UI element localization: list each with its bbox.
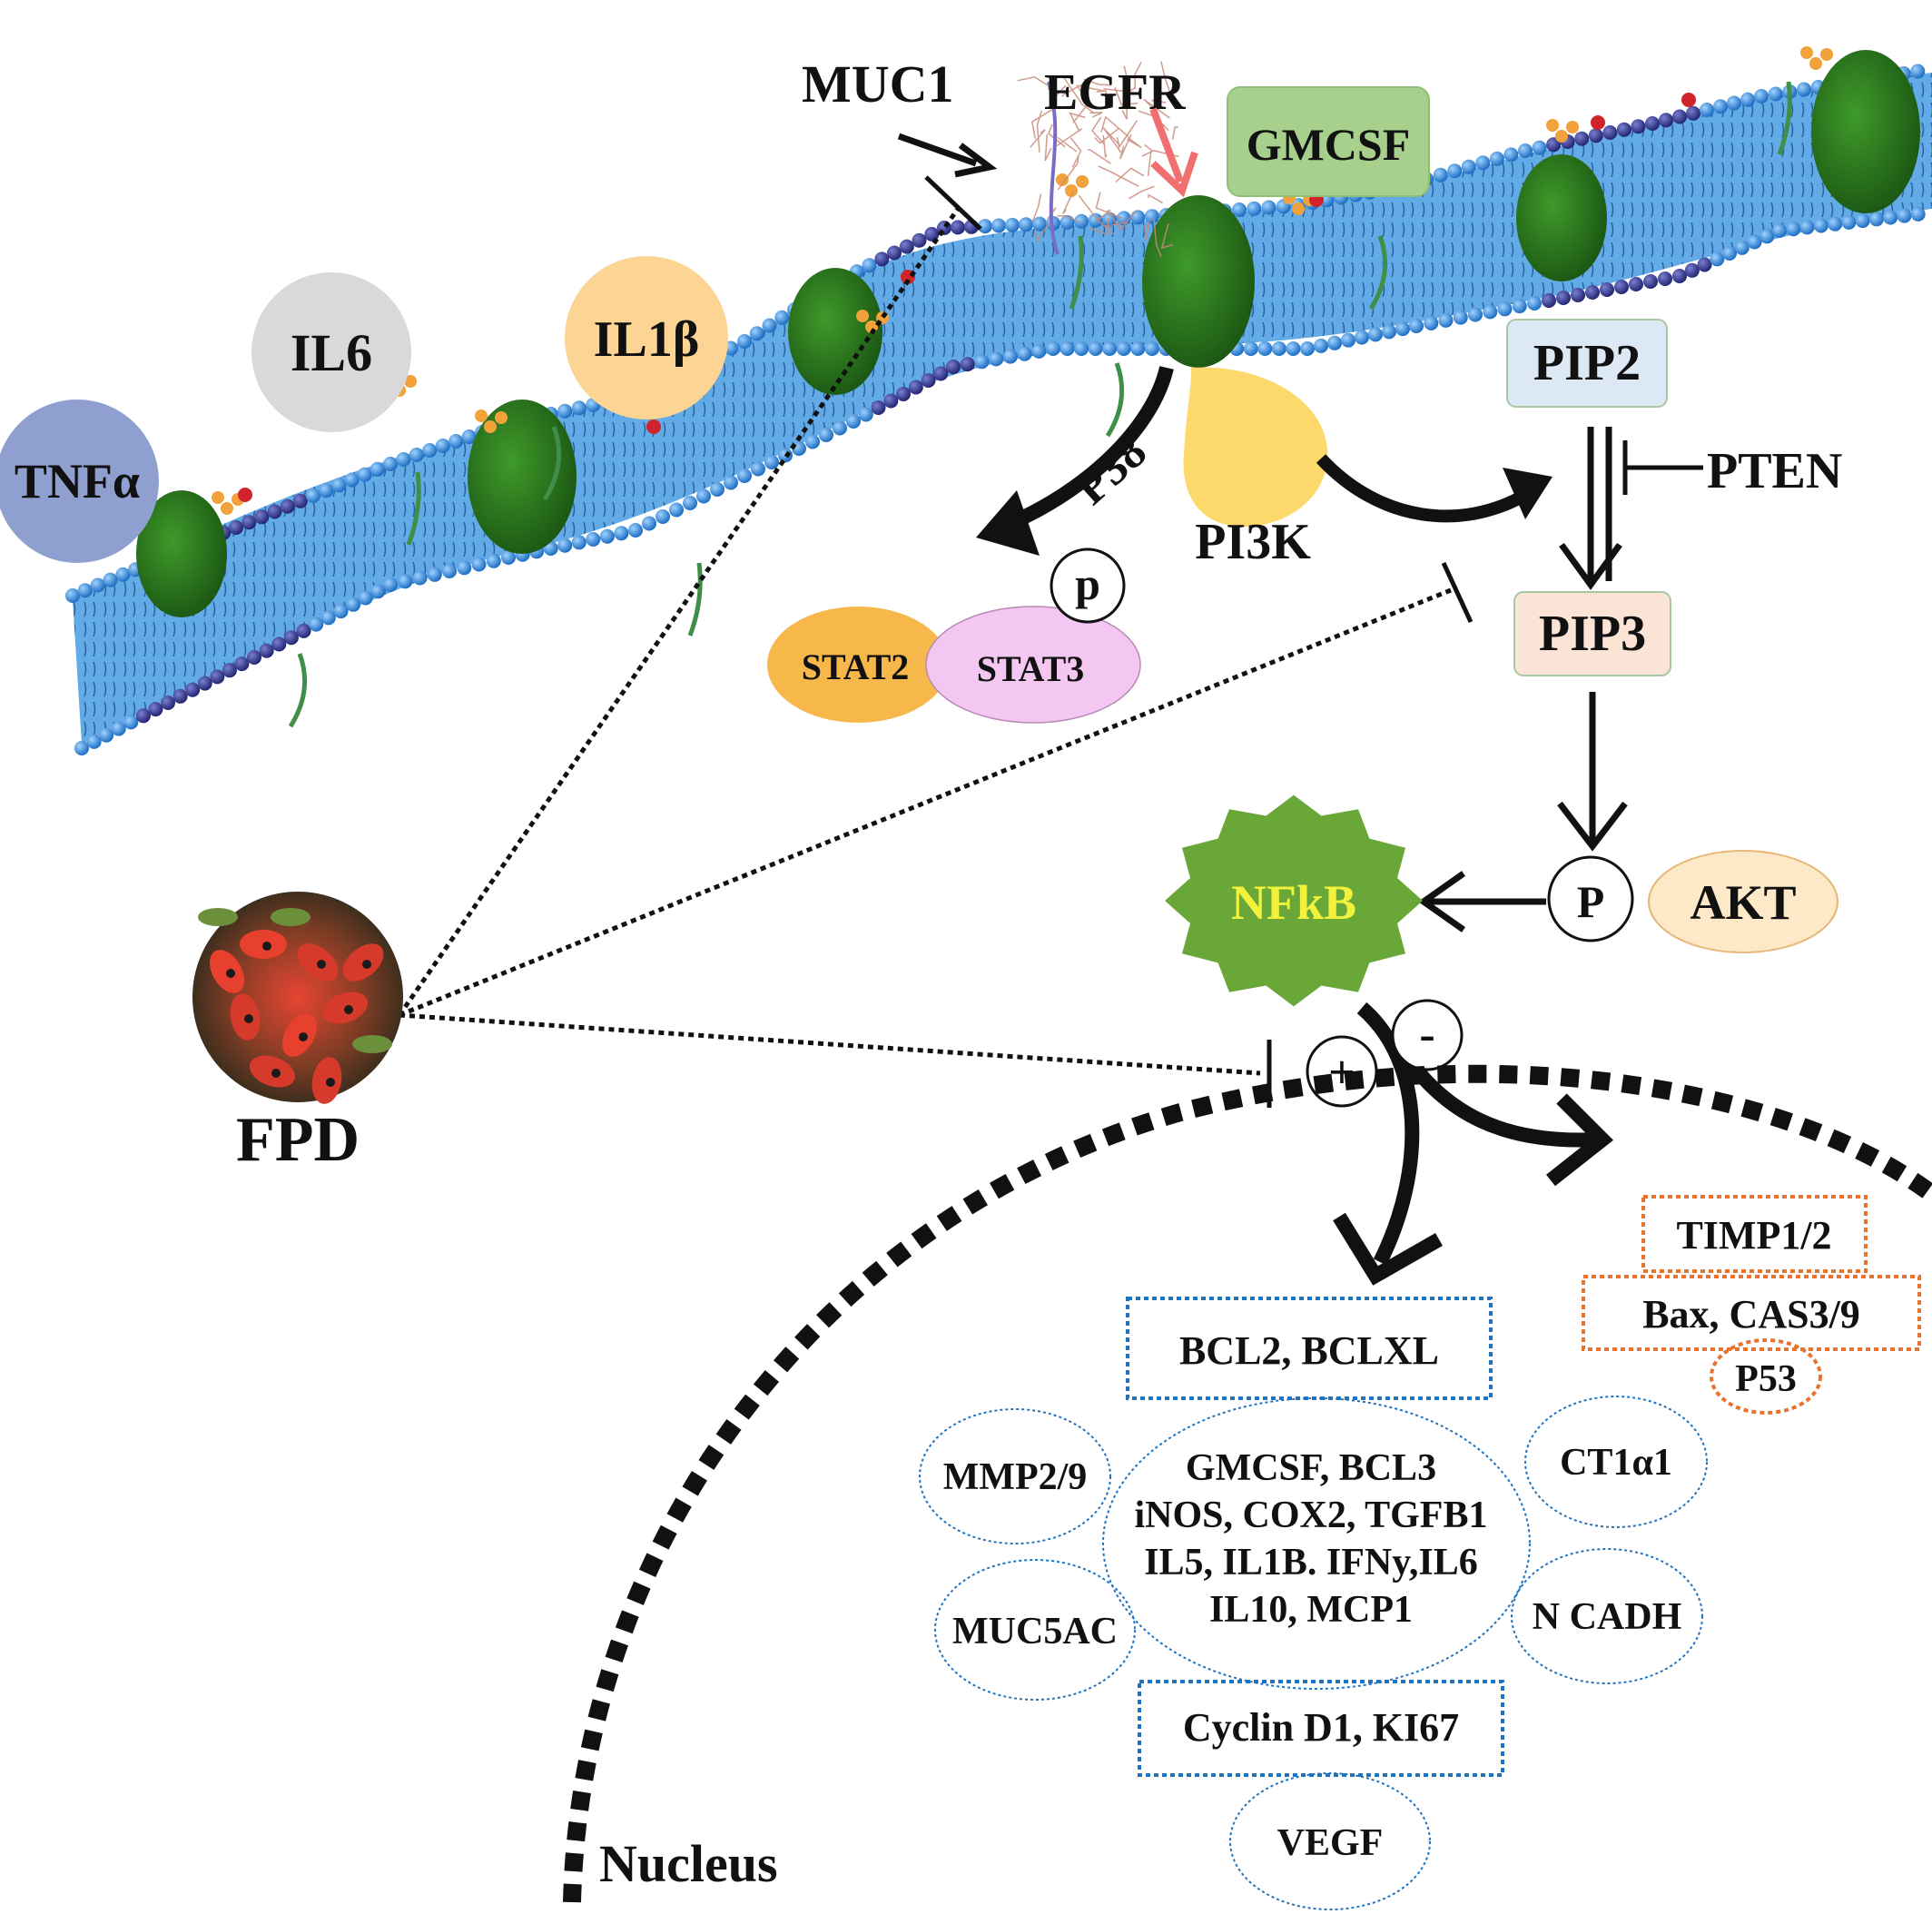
tnfa-cytokine: TNFα bbox=[0, 400, 159, 563]
pip3-box: PIP3 bbox=[1513, 591, 1671, 676]
central-genes-line2: iNOS, COX2, TGFB1 bbox=[1135, 1495, 1488, 1536]
nfkb-label: NFkB bbox=[1231, 875, 1356, 930]
pip2-box: PIP2 bbox=[1506, 319, 1668, 408]
pip3-inhibition-bar bbox=[1441, 561, 1474, 624]
nuclear-envelope bbox=[563, 1064, 1932, 1903]
nfkb-node: NFkB bbox=[1165, 794, 1423, 1007]
ct1a1-label: CT1α1 bbox=[1560, 1442, 1672, 1484]
central-genes-line1: GMCSF, BCL3 bbox=[1186, 1447, 1436, 1489]
stat-complex: STAT2 STAT3 p bbox=[767, 548, 1141, 724]
muc1-arrow bbox=[897, 133, 978, 167]
il1b-cytokine: IL1β bbox=[565, 256, 728, 419]
minus-sign: - bbox=[1419, 1009, 1434, 1061]
gmcsf-box: GMCSF bbox=[1227, 86, 1430, 197]
ncadh-label: N CADH bbox=[1533, 1596, 1682, 1638]
il1b-label: IL1β bbox=[594, 311, 700, 368]
central-genes-line3: IL5, IL1B. IFNy,IL6 bbox=[1144, 1542, 1478, 1583]
akt-phospho-label: P bbox=[1577, 876, 1605, 927]
fpd-label: FPD bbox=[236, 1105, 360, 1175]
mmp-label: MMP2/9 bbox=[943, 1456, 1088, 1498]
muc1-label: MUC1 bbox=[802, 54, 954, 113]
bcl2-label: BCL2, BCLXL bbox=[1179, 1328, 1439, 1373]
akt-label: AKT bbox=[1690, 875, 1796, 930]
stat2-label: STAT2 bbox=[802, 646, 910, 687]
egfr-arrow bbox=[1149, 107, 1184, 183]
pten-label: PTEN bbox=[1707, 443, 1842, 499]
il6-cytokine: IL6 bbox=[251, 272, 411, 432]
repressed-genes bbox=[1582, 1195, 1921, 1415]
pi3k-to-pip-arrow bbox=[1316, 454, 1529, 523]
cyclin-label: Cyclin D1, KI67 bbox=[1183, 1705, 1459, 1750]
gmcsf-label: GMCSF bbox=[1247, 119, 1411, 170]
activated-gene-ellipses bbox=[919, 1396, 1708, 1910]
p53-label: P53 bbox=[1735, 1358, 1797, 1400]
nfkb-to-activate-arrow bbox=[1356, 1001, 1420, 1266]
nucleus-label: Nucleus bbox=[599, 1834, 778, 1893]
stat-phospho-label: p bbox=[1075, 558, 1100, 609]
muc5ac-label: MUC5AC bbox=[952, 1611, 1118, 1653]
fpd-plant-image bbox=[192, 892, 403, 1104]
akt-complex: AKT P bbox=[1547, 850, 1838, 953]
lipid-bilayer bbox=[73, 73, 1932, 745]
cell-membrane bbox=[65, 46, 1932, 755]
vegf-label: VEGF bbox=[1277, 1822, 1384, 1864]
central-genes-line4: IL10, MCP1 bbox=[1209, 1589, 1413, 1631]
timp-label: TIMP1/2 bbox=[1676, 1213, 1831, 1258]
pip3-label: PIP3 bbox=[1539, 606, 1646, 662]
il6-label: IL6 bbox=[291, 323, 372, 382]
tnfa-label: TNFα bbox=[15, 454, 140, 508]
pi3k-label: PI3K bbox=[1195, 514, 1311, 570]
muc1-glycoprotein bbox=[1017, 61, 1180, 258]
p38-arrow bbox=[1000, 366, 1174, 534]
membrane-proteins bbox=[136, 46, 1920, 728]
fpd-inhibition-lines bbox=[397, 207, 1452, 1076]
stat3-label: STAT3 bbox=[977, 648, 1085, 689]
egfr-label: EGFR bbox=[1044, 64, 1186, 121]
p38-label: P38 bbox=[1065, 426, 1156, 515]
pip2-label: PIP2 bbox=[1533, 335, 1641, 391]
muc1-inhibition-bar bbox=[924, 175, 982, 231]
bax-cas-label: Bax, CAS3/9 bbox=[1642, 1292, 1860, 1337]
phospholipid-heads bbox=[65, 64, 1926, 755]
activated-genes bbox=[1126, 1297, 1504, 1777]
pten-inhibition bbox=[1622, 440, 1703, 495]
pi3k-shape bbox=[1183, 367, 1328, 527]
